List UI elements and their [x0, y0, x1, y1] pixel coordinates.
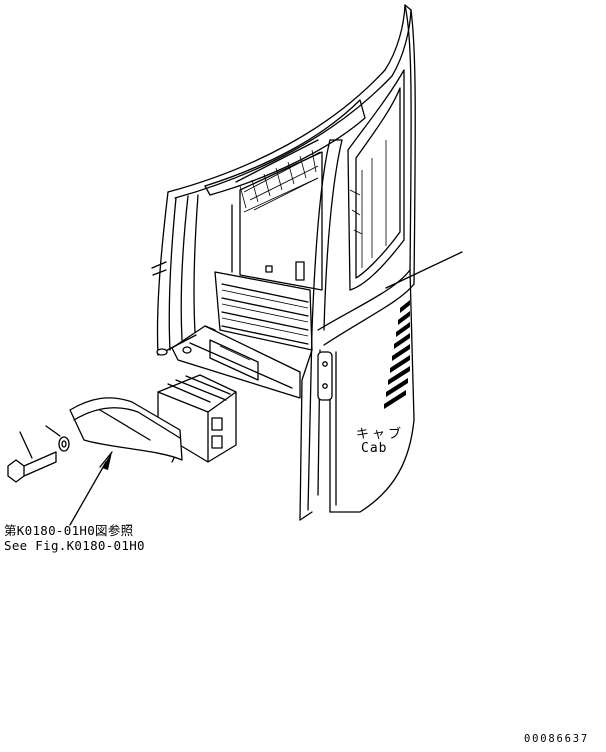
cab-assembly: [151, 4, 463, 521]
ceiling-grating: [235, 139, 321, 211]
cab-label-en: Cab: [361, 441, 388, 456]
reference-arrow: [69, 451, 113, 526]
floor-bracket: [209, 339, 259, 381]
front-louvers: [384, 300, 410, 409]
drawing-number: 00086637: [524, 733, 589, 745]
cover-plate: [69, 397, 183, 461]
figure-reference-jp: 第K0180-01H0図参照: [4, 523, 134, 538]
cab-leader-line: [385, 251, 463, 289]
cab-label-jp: キャブ: [356, 427, 405, 442]
figure-reference-en: See Fig.K0180-01H0: [4, 538, 145, 553]
bolt-and-washer: [7, 425, 70, 483]
